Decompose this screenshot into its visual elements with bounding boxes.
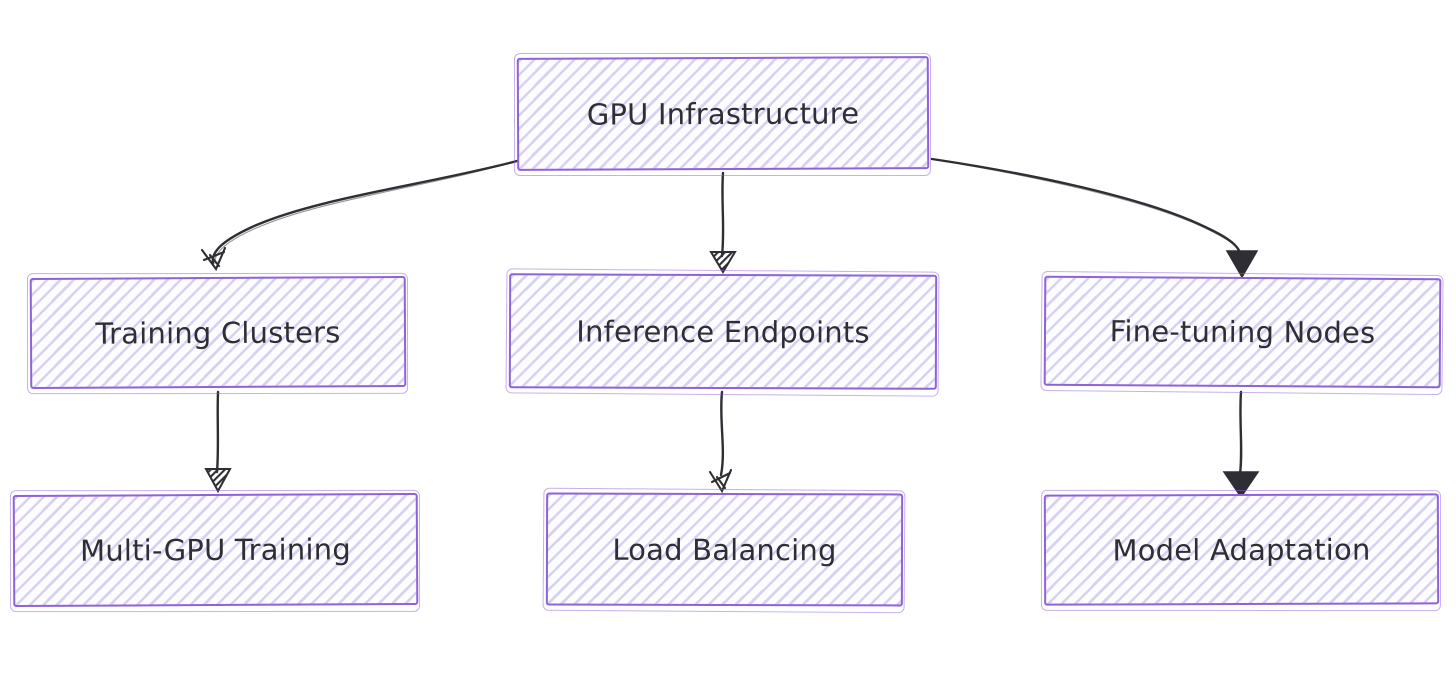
node-label-gpu-infrastructure: GPU Infrastructure (586, 95, 860, 132)
node-model-adaptation: Model Adaptation (1043, 493, 1440, 606)
edge-inference-loadbalancing (708, 390, 733, 494)
node-label-inference-endpoints: Inference Endpoints (576, 313, 870, 350)
node-fine-tuning-nodes: Fine-tuning Nodes (1043, 275, 1442, 389)
node-gpu-infrastructure: GPU Infrastructure (516, 56, 930, 171)
edge-finetuning-modeladaptation (1222, 390, 1260, 499)
node-multi-gpu-training: Multi-GPU Training (12, 492, 419, 608)
node-label-load-balancing: Load Balancing (612, 532, 837, 567)
node-training-clusters: Training Clusters (29, 276, 407, 389)
edge-root-inference (709, 171, 737, 274)
node-inference-endpoints: Inference Endpoints (508, 273, 938, 390)
edge-root-training (200, 159, 519, 272)
edge-root-finetuning (930, 157, 1259, 279)
node-label-fine-tuning-nodes: Fine-tuning Nodes (1109, 314, 1376, 350)
node-label-multi-gpu-training: Multi-GPU Training (79, 532, 352, 568)
node-label-model-adaptation: Model Adaptation (1112, 532, 1371, 567)
edge-training-multigpu (204, 390, 232, 494)
node-label-training-clusters: Training Clusters (95, 314, 341, 351)
node-load-balancing: Load Balancing (545, 492, 904, 607)
